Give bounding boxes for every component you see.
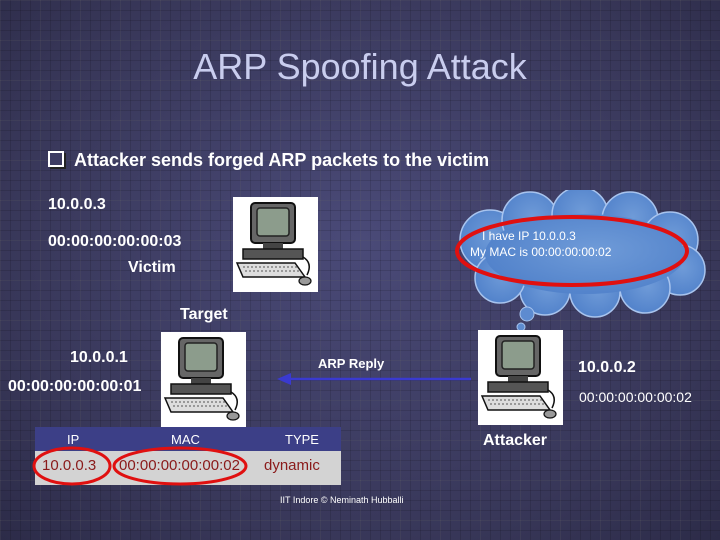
victim-label: Victim	[128, 259, 176, 276]
attacker-ip: 10.0.0.2	[578, 359, 636, 376]
header-ip: IP	[67, 432, 80, 447]
highlight-ellipse-mac	[112, 446, 248, 486]
victim-computer-icon	[233, 197, 318, 292]
row-ip: 10.0.0.3	[42, 457, 97, 474]
attacker-mac: 00:00:00:00:00:02	[579, 389, 692, 405]
checkbox-bullet-icon	[48, 151, 64, 167]
thought-line-mac: My MAC is 00:00:00:00:02	[470, 245, 612, 259]
row-mac: 00:00:00:00:00:02	[119, 457, 240, 474]
thought-text: I have IP 10.0.0.3 My MAC is 00:00:00:00…	[470, 228, 611, 260]
target-mac: 00:00:00:00:00:01	[8, 378, 142, 395]
victim-ip: 10.0.0.3	[48, 196, 106, 213]
victim-mac: 00:00:00:00:00:03	[48, 233, 182, 250]
arrow-label: ARP Reply	[318, 356, 385, 371]
attacker-computer-icon	[478, 330, 563, 425]
table-row: 10.0.0.3 00:00:00:00:00:02 dynamic	[35, 451, 341, 485]
target-computer-icon	[161, 332, 246, 427]
arp-cache-table: IP MAC TYPE 10.0.0.3 00:00:00:00:00:02 d…	[35, 427, 341, 485]
target-ip: 10.0.0.1	[70, 349, 128, 366]
arp-reply-arrow	[277, 373, 471, 385]
attacker-label: Attacker	[483, 432, 548, 449]
header-mac: MAC	[171, 432, 200, 447]
thought-line-ip: I have IP 10.0.0.3	[482, 229, 576, 243]
table-highlights	[32, 446, 248, 486]
thought-bubble	[455, 190, 706, 332]
bullet-point: Attacker sends forged ARP packets to the…	[48, 150, 489, 171]
header-type: TYPE	[285, 432, 319, 447]
bullet-text: Attacker sends forged ARP packets to the…	[74, 150, 490, 170]
target-label: Target	[180, 306, 228, 323]
slide-footer: IIT Indore © Neminath Hubballi	[280, 495, 404, 505]
slide-title: ARP Spoofing Attack	[193, 46, 527, 87]
highlight-ellipse-thought	[455, 215, 689, 287]
highlight-ellipse-ip	[32, 446, 112, 486]
row-type: dynamic	[264, 457, 320, 474]
